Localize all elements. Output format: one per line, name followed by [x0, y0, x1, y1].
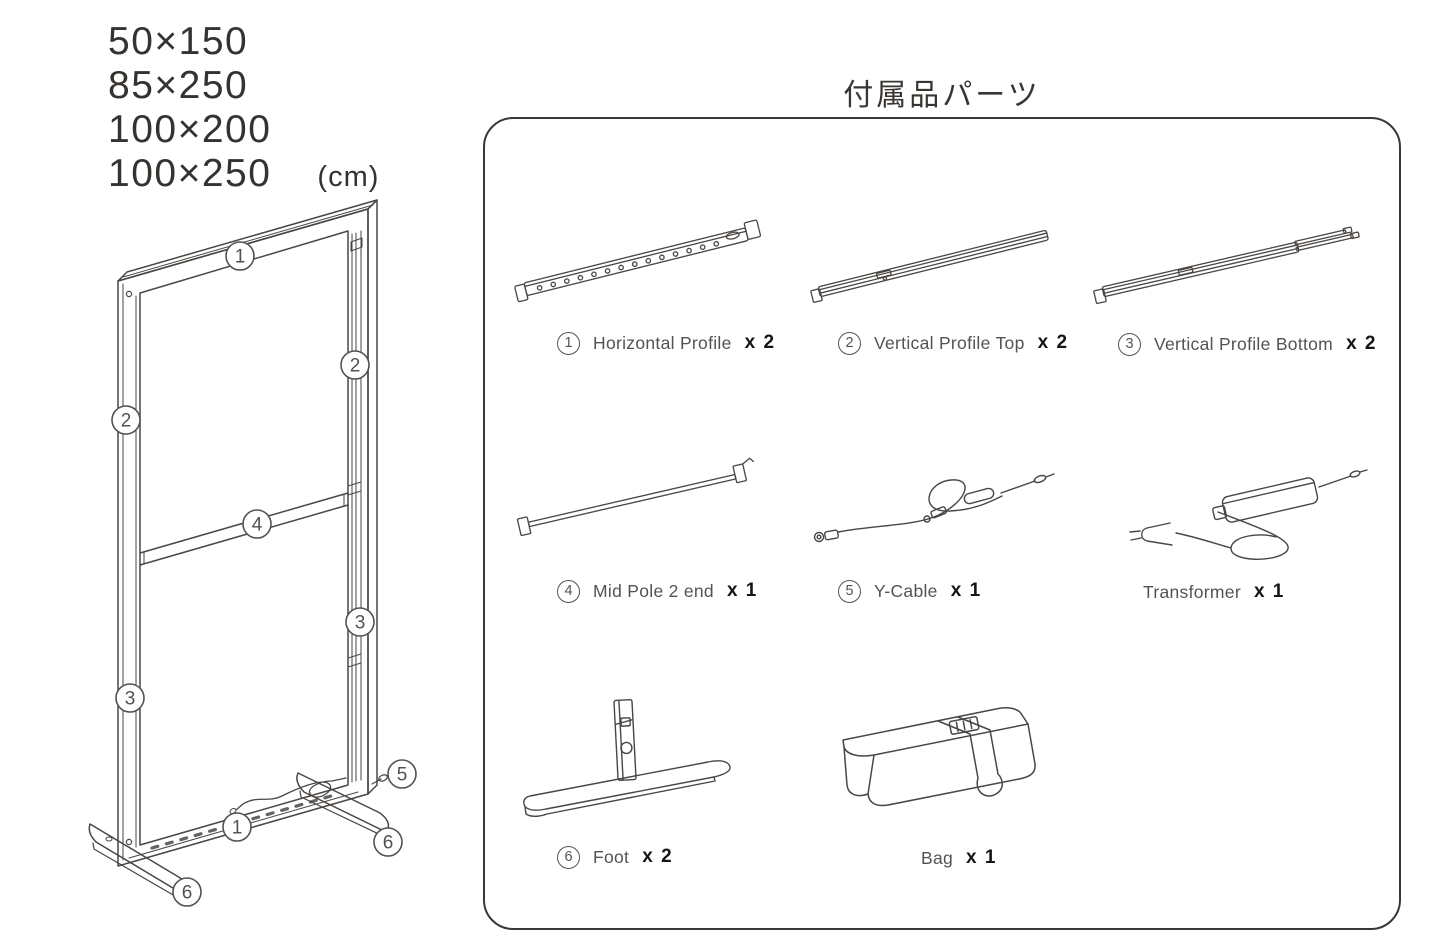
frame-illustration: 1 2 2 4 3 3 5 1 6 6 — [88, 199, 417, 907]
size-line: 100×200 — [108, 108, 272, 151]
part-qty: x 1 — [1253, 581, 1285, 602]
part-name: Transformer — [1143, 581, 1241, 602]
vertical-profile-top-illustration — [810, 229, 1049, 303]
part-name: Mid Pole 2 end — [593, 580, 714, 601]
part-number-badge: 3 — [1118, 332, 1141, 356]
part-name: Vertical Profile Top — [874, 332, 1025, 353]
size-line: 50×150 — [108, 20, 249, 63]
mid-pole-illustration — [516, 457, 755, 537]
part-label-vertical-profile-bottom: 3 Vertical Profile Bottom x 2 — [1118, 329, 1377, 359]
size-line: 85×250 — [108, 64, 249, 107]
frame-callouts: 1 2 2 4 3 3 5 1 6 6 — [111, 241, 417, 907]
callout-2-right: 2 — [350, 356, 361, 377]
part-label-vertical-profile-top: 2 Vertical Profile Top x 2 — [838, 328, 1069, 358]
bag-illustration — [842, 707, 1036, 807]
part-qty: x 2 — [1346, 333, 1377, 354]
part-qty: x 1 — [726, 580, 758, 601]
vertical-profile-bottom-illustration — [1093, 226, 1360, 305]
part-label-y-cable: 5 Y-Cable x 1 — [838, 576, 982, 606]
part-qty: x 1 — [950, 580, 982, 601]
foot-illustration — [523, 698, 731, 817]
part-number-badge: 4 — [557, 579, 580, 603]
callout-4-mid: 4 — [252, 515, 263, 536]
part-qty: x 2 — [1037, 332, 1069, 353]
callout-3-right: 3 — [355, 613, 366, 634]
parts-panel-title: 付属品パーツ — [843, 79, 1041, 112]
part-label-transformer: Transformer x 1 — [1143, 577, 1285, 607]
part-qty: x 1 — [966, 847, 997, 868]
callout-6-left-foot: 6 — [182, 883, 193, 904]
part-number-badge: 5 — [838, 579, 861, 603]
part-label-horizontal-profile: 1 Horizontal Profile x 2 — [557, 328, 776, 358]
part-name: Y-Cable — [874, 580, 938, 601]
size-line: 100×250 — [108, 152, 272, 195]
callout-3-left: 3 — [125, 689, 136, 710]
transformer-illustration — [1129, 469, 1368, 560]
size-list: 50×150 85×250 100×200 100×250 (cm) — [108, 20, 379, 199]
part-name: Foot — [593, 846, 630, 867]
part-label-foot: 6 Foot x 2 — [557, 842, 673, 872]
part-number-badge: 1 — [557, 331, 580, 355]
callout-2-left: 2 — [121, 411, 132, 432]
part-name: Bag — [921, 847, 954, 868]
size-unit: (cm) — [317, 161, 380, 193]
callout-1-bottom: 1 — [232, 818, 243, 839]
part-number-badge: 6 — [557, 845, 580, 869]
part-label-mid-pole: 4 Mid Pole 2 end x 1 — [557, 576, 758, 606]
horizontal-profile-illustration — [514, 219, 762, 303]
part-qty: x 2 — [744, 332, 776, 353]
part-qty: x 2 — [642, 846, 674, 867]
part-label-bag: Bag x 1 — [921, 843, 997, 873]
callout-1-top: 1 — [235, 247, 246, 268]
part-number-badge: 2 — [838, 331, 861, 355]
frame-outline — [88, 199, 395, 904]
y-cable-illustration — [813, 473, 1055, 543]
part-name: Vertical Profile Bottom — [1154, 333, 1334, 354]
callout-6-right-foot: 6 — [383, 833, 394, 854]
part-name: Horizontal Profile — [593, 332, 732, 353]
callout-5-plug: 5 — [397, 765, 408, 786]
